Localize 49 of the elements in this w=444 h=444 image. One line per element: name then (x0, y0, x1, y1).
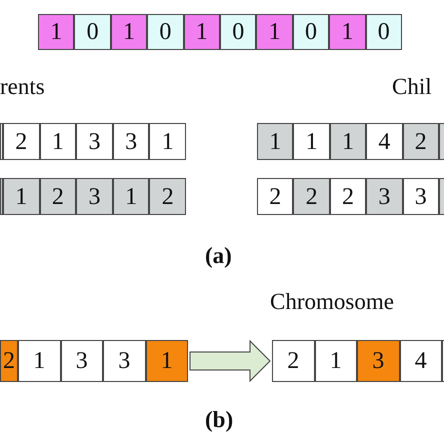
gene-cell: 2 (257, 178, 294, 215)
gene-cell: 1 (3, 178, 40, 215)
gene-cell: 2 (149, 178, 186, 215)
gene-cell: 1 (110, 14, 148, 50)
gene-cell (439, 123, 444, 160)
panel-label: (b) (205, 408, 234, 431)
gene-cell: 3 (103, 340, 146, 382)
gene-cell: 0 (366, 14, 402, 50)
row-label: rents (0, 75, 45, 98)
gene-cell: 2 (272, 340, 314, 382)
gene-cell: 2 (293, 178, 330, 215)
row-label: Chil (392, 75, 432, 98)
gene-cell: 2 (40, 178, 76, 215)
gene-cell: 3 (357, 340, 400, 382)
gene-cell: 4 (366, 123, 403, 160)
gene-cell (0, 123, 3, 160)
gene-cell: 2 (3, 123, 40, 160)
gene-cell: 3 (60, 340, 103, 382)
gene-cell: 1 (314, 340, 357, 382)
gene-cell: 4 (400, 340, 442, 382)
gene-cell: 3 (402, 178, 439, 215)
gene-cell: 2 (330, 178, 366, 215)
gene-cell: 1 (293, 123, 330, 160)
gene-cell: 1 (330, 123, 366, 160)
gene-cell: 3 (366, 178, 403, 215)
gene-cell: 0 (147, 14, 184, 50)
row-label: Chromosome (270, 290, 394, 313)
gene-cell: 2 (402, 123, 439, 160)
gene-cell: 0 (74, 14, 111, 50)
gene-cell: 3 (76, 123, 113, 160)
gene-cell: 1 (146, 340, 188, 382)
gene-cell: 1 (257, 123, 294, 160)
gene-cell: 0 (292, 14, 330, 50)
gene-cell: 1 (329, 14, 366, 50)
gene-cell: 1 (40, 123, 76, 160)
gene-cell: 1 (149, 123, 186, 160)
gene-cell: 1 (18, 340, 60, 382)
gene-cell: 3 (112, 123, 150, 160)
gene-cell: 2 (0, 340, 18, 382)
gene-cell: 1 (112, 178, 150, 215)
panel-label: (a) (205, 244, 232, 267)
gene-cell: 3 (76, 178, 113, 215)
gene-cell (0, 178, 3, 215)
gene-cell (439, 178, 444, 215)
gene-cell: 0 (220, 14, 256, 50)
block-arrow (190, 340, 271, 382)
gene-cell: 1 (38, 14, 74, 50)
gene-cell: 1 (256, 14, 293, 50)
gene-cell: 1 (184, 14, 220, 50)
